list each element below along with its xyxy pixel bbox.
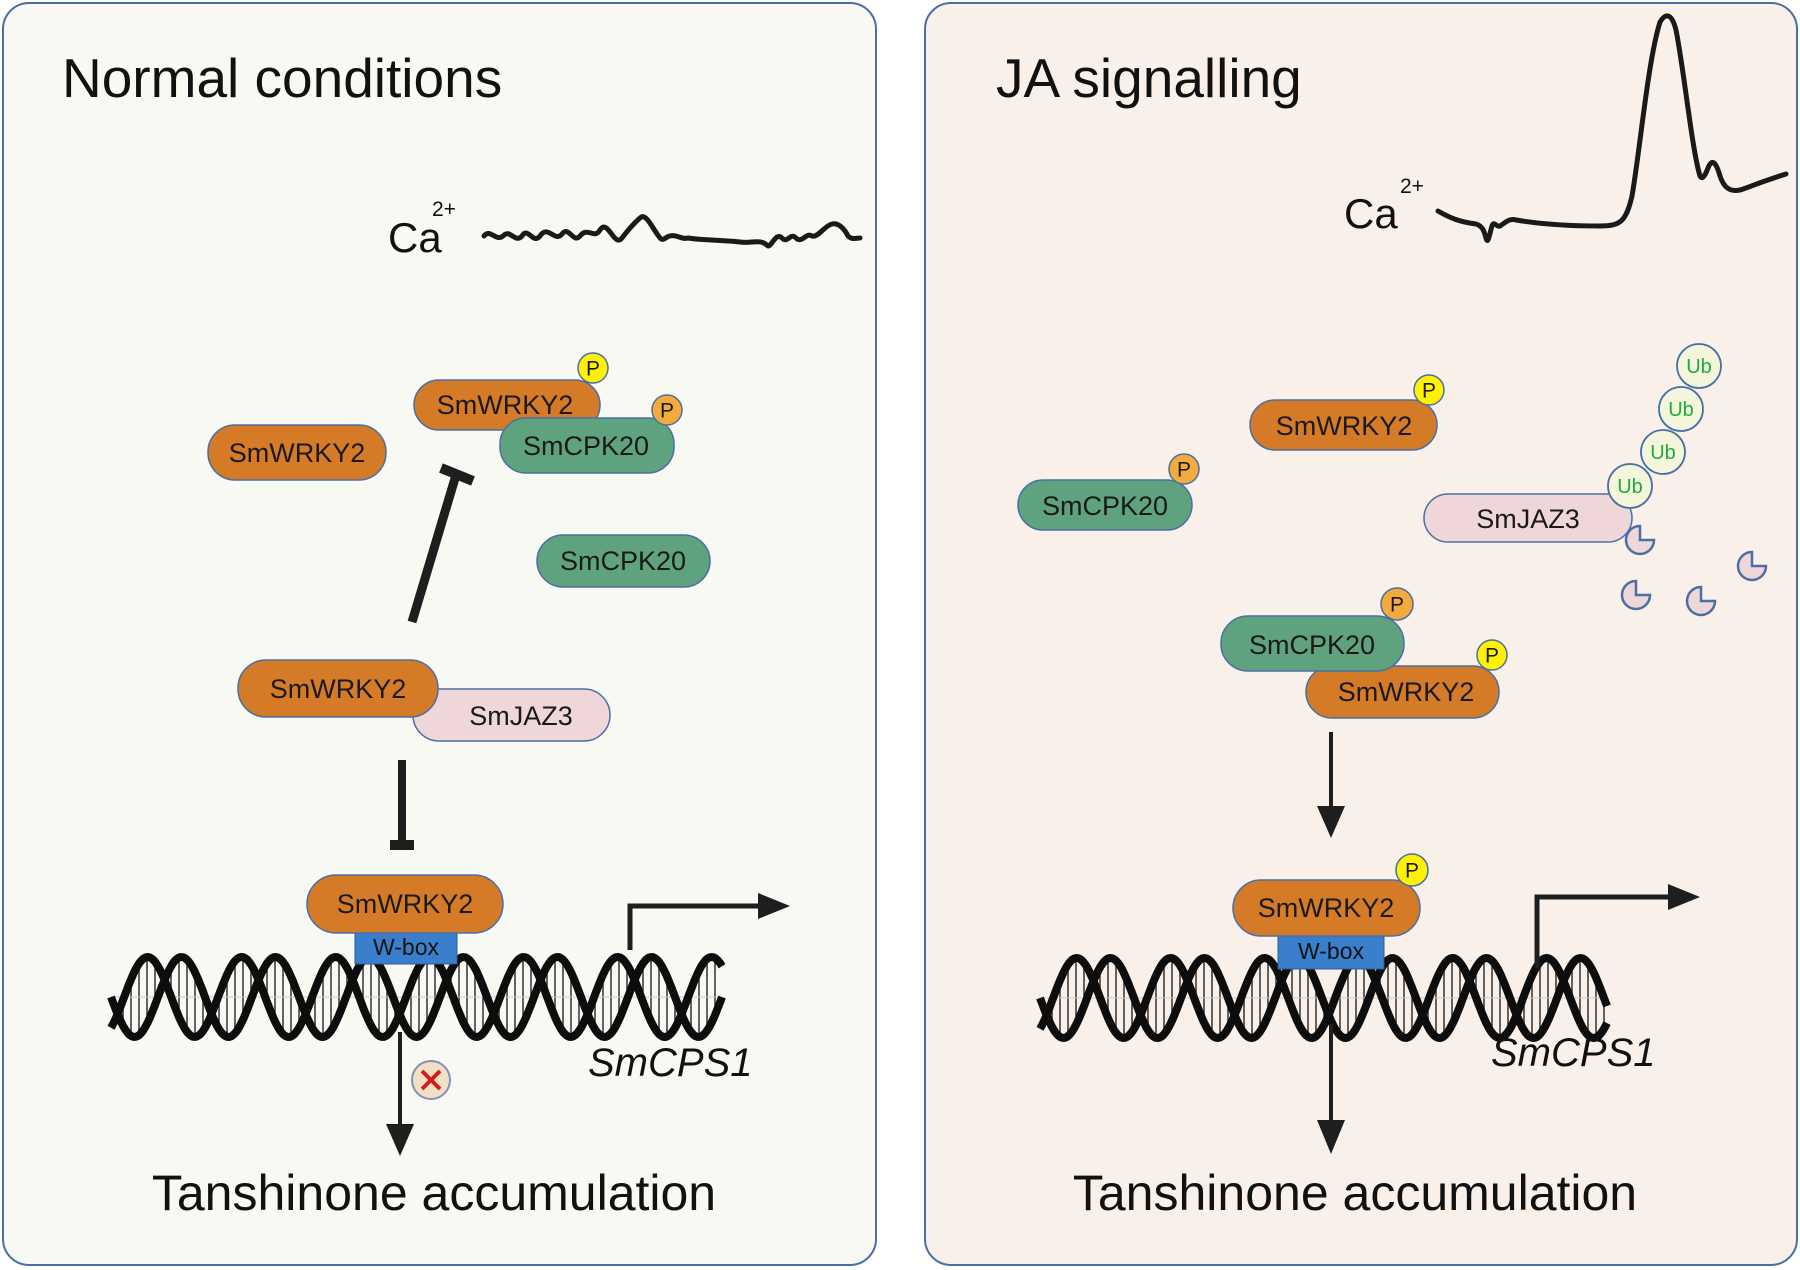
degraded-fragment-icon: [1620, 579, 1652, 611]
phosphate-label: P: [1390, 594, 1404, 617]
transcription-start-arrow: [1534, 884, 1700, 968]
panel-normal-background: [2, 2, 877, 1266]
ubiquitin-label: Ub: [1617, 476, 1643, 498]
protein-smcpk20-free-label: SmCPK20: [1042, 491, 1168, 521]
protein-smwrky2-label: SmWRKY2: [1338, 677, 1475, 707]
phosphate-icon: [577, 352, 609, 384]
phosphate-label: P: [586, 358, 600, 381]
w-box: [1277, 930, 1385, 970]
gene-label-smcps1: SmCPS1: [1491, 1031, 1656, 1075]
protein-smwrky2-dna: [1232, 879, 1421, 937]
phosphate-icon: [1168, 453, 1200, 485]
ubiquitin-label: Ub: [1686, 356, 1712, 378]
inhibition-arrow-upper: [407, 463, 475, 624]
degraded-fragment-icon: [1624, 524, 1656, 556]
phosphate-icon: [1395, 853, 1429, 887]
inhibition-arrow-lower: [390, 760, 414, 850]
ubiquitin-label: Ub: [1650, 442, 1676, 464]
phosphate-label: P: [1485, 645, 1499, 668]
protein-smwrky2: [1305, 665, 1500, 719]
protein-smwrky2-free-label: SmWRKY2: [1276, 411, 1413, 441]
protein-smwrky2-bound-label: SmWRKY2: [270, 674, 407, 704]
calcium-charge: 2+: [432, 198, 456, 221]
degraded-fragment-icon: [1736, 550, 1768, 582]
protein-smwrky2-bound: [237, 659, 439, 718]
protein-smcpk20-label: SmCPK20: [523, 431, 649, 461]
protein-smwrky2-free-label: SmWRKY2: [229, 438, 366, 468]
panel-ja-title: JA signalling: [996, 47, 1302, 109]
panel-ja-signalling: JA signalling Ca 2+ SmWRKY2 P SmCPK20 P …: [924, 2, 1798, 1266]
protein-smcpk20-free-label: SmCPK20: [560, 546, 686, 576]
protein-smwrky2-dna-label: SmWRKY2: [337, 889, 474, 919]
ubiquitin-icon: [1658, 386, 1704, 432]
w-box-label: W-box: [1298, 938, 1365, 964]
protein-smjaz3-label: SmJAZ3: [1476, 504, 1580, 534]
phosphate-icon: [1413, 374, 1445, 406]
protein-smcpk20: [1220, 615, 1405, 672]
degraded-fragment-icon: [1685, 585, 1717, 617]
dna-strand: [107, 952, 726, 1042]
protein-smwrky2-free: [1249, 399, 1438, 451]
calcium-label: Ca: [388, 214, 442, 261]
x-mark-icon: [411, 1060, 451, 1100]
dna-helix: [1036, 953, 1611, 1043]
panel-normal-conditions: Normal conditions Ca 2+ SmWRKY2 SmCPK20 …: [2, 2, 877, 1266]
panel-normal-title: Normal conditions: [62, 47, 502, 109]
protein-smcpk20-label: SmCPK20: [1249, 630, 1375, 660]
ubiquitin-label: Ub: [1668, 399, 1694, 421]
calcium-trace-spike: [1435, 13, 1789, 243]
w-box: [354, 928, 458, 965]
phosphate-icon: [651, 394, 683, 426]
protein-smcpk20-free: [1017, 479, 1193, 531]
phosphate-label: P: [1177, 459, 1191, 482]
degraded-fragments: [1620, 524, 1768, 617]
phosphate-icon: [1476, 639, 1508, 671]
output-arrow: [1317, 1024, 1345, 1154]
ubiquitin-icon: [1607, 463, 1653, 509]
calcium-charge: 2+: [1400, 175, 1424, 198]
protein-smjaz3: [1423, 493, 1633, 543]
phosphate-label: P: [660, 400, 674, 423]
phosphate-icon: [1380, 587, 1414, 621]
protein-smcpk20-free: [536, 534, 711, 588]
phosphate-label: P: [1405, 860, 1419, 883]
wrky-jaz-complex: SmJAZ3 SmWRKY2: [237, 659, 611, 742]
ubiquitin-icon: [1640, 429, 1686, 475]
protein-smwrky2-dna: [306, 874, 504, 934]
activation-arrow: [1317, 732, 1345, 838]
transcription-start-arrow: [627, 893, 790, 950]
protein-smjaz3-label: SmJAZ3: [469, 701, 573, 731]
wrky-cpk-complex: SmWRKY2 SmCPK20 P P: [413, 352, 683, 474]
gene-label-smcps1: SmCPS1: [588, 1041, 753, 1085]
output-label-ja: Tanshinone accumulation: [1073, 1165, 1637, 1221]
protein-smwrky2-dna-label: SmWRKY2: [1258, 893, 1395, 923]
phosphate-label: P: [1422, 380, 1436, 403]
protein-smwrky2-label: SmWRKY2: [437, 390, 574, 420]
protein-smwrky2-free: [207, 424, 387, 481]
output-label-normal: Tanshinone accumulation: [152, 1165, 716, 1221]
protein-smcpk20: [499, 417, 675, 474]
ubiquitin-icon: [1676, 343, 1722, 389]
cpk-wrky-complex: SmWRKY2 SmCPK20 P P: [1220, 587, 1508, 719]
w-box-label: W-box: [373, 934, 440, 960]
dna-helix: [107, 952, 726, 1042]
dna-strand: [1036, 953, 1611, 1043]
calcium-label: Ca: [1344, 190, 1398, 237]
blocked-arrow: [386, 1032, 414, 1156]
dna-strand: [1036, 953, 1611, 1043]
calcium-trace-low: [481, 214, 863, 249]
